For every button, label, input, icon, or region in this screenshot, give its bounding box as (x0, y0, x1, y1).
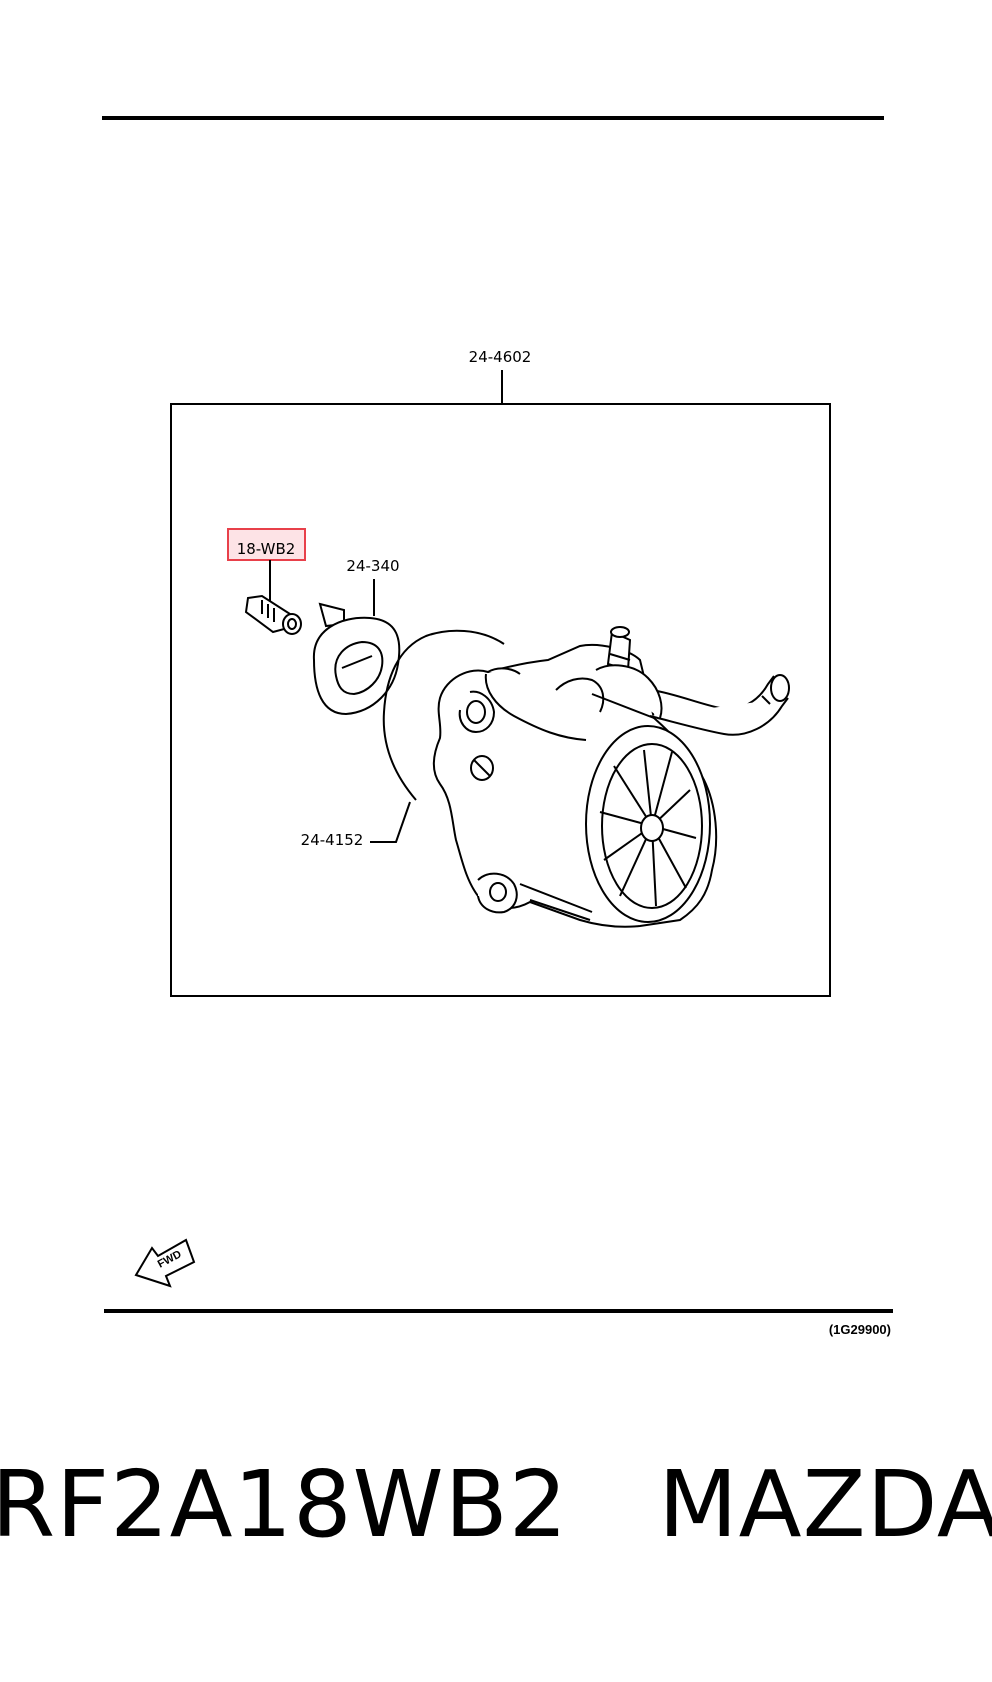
fwd-arrow-icon (134, 1238, 196, 1288)
bolt-part[interactable] (244, 594, 302, 635)
figure-code: (1G29900) (829, 1322, 891, 1337)
part-number: RF2A18WB2 (0, 1451, 569, 1558)
highlight-box[interactable] (227, 528, 306, 561)
callout-oring-label[interactable]: 24-4152 (301, 831, 364, 849)
assembly-frame (170, 403, 831, 997)
caption: RF2A18WB2 MAZDA (0, 1450, 992, 1560)
callout-bolt-label[interactable]: 18-WB2 (237, 540, 296, 558)
vacuum-pump[interactable] (433, 626, 790, 928)
gasket-part[interactable] (312, 602, 401, 716)
oring-part[interactable] (382, 629, 505, 801)
callout-oring-leader (370, 801, 411, 843)
callout-gasket-label[interactable]: 24-340 (346, 557, 399, 575)
callout-assembly-label[interactable]: 24-4602 (469, 348, 532, 366)
brand-name: MAZDA (658, 1451, 992, 1558)
